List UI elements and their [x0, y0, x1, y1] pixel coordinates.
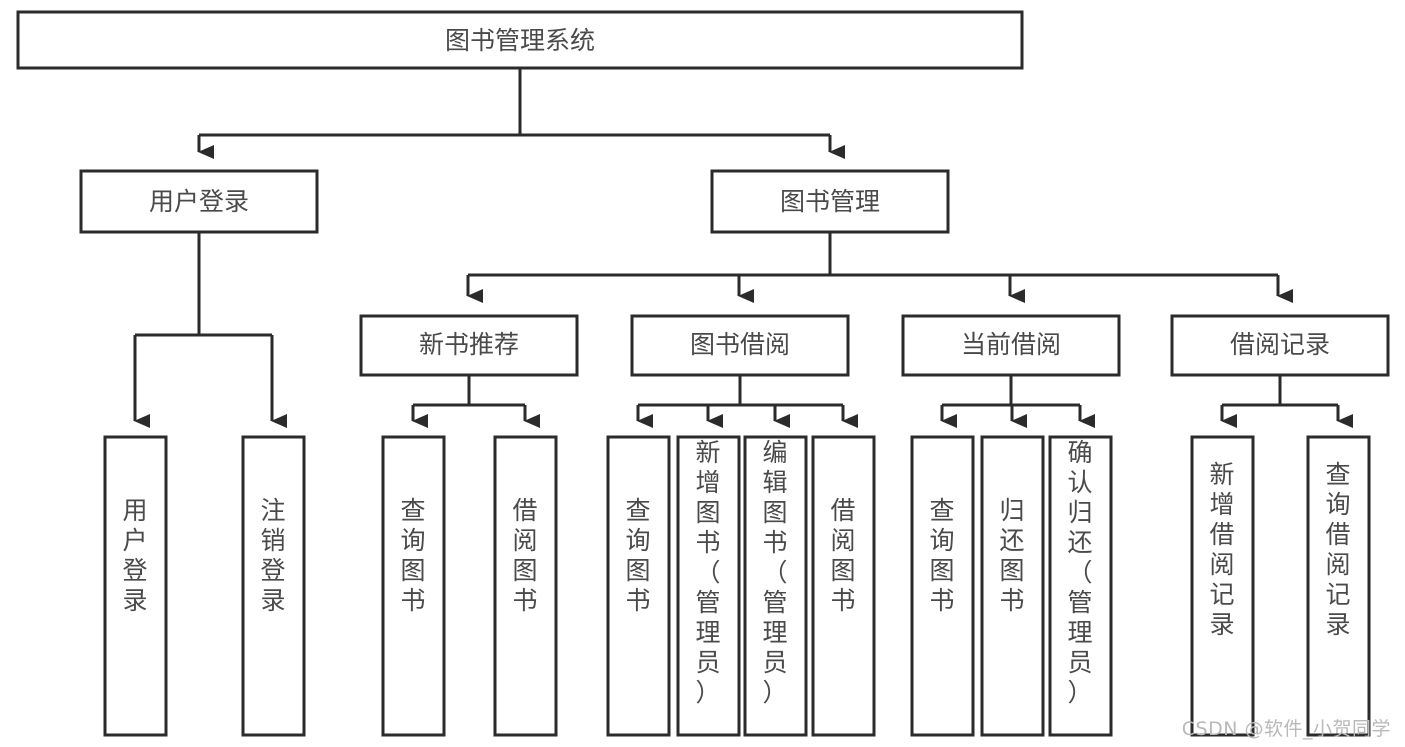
- node-new-book-recommend-label: 新书推荐: [419, 330, 519, 359]
- leaf-borrow-book-label: 借阅图书: [830, 496, 855, 615]
- leaf-query-book-current-label: 查询图书: [929, 496, 954, 615]
- leaf-borrow-book[interactable]: 借阅图书: [811, 435, 876, 737]
- leaf-borrow-book-recommend-label: 借阅图书: [512, 496, 537, 615]
- node-user-login[interactable]: 用户登录: [79, 169, 319, 234]
- leaf-query-borrow-record[interactable]: 查询借阅记录: [1306, 435, 1371, 737]
- node-new-book-recommend-box: [359, 314, 579, 377]
- leaf-query-book-borrow-label: 查询图书: [625, 496, 650, 615]
- connector-borrow-record-to-leaves: [1220, 375, 1353, 428]
- leaf-query-borrow-record-label: 查询借阅记录: [1325, 460, 1350, 639]
- node-root-library-system[interactable]: 图书管理系统: [16, 10, 1024, 70]
- node-current-borrow-box: [901, 314, 1121, 377]
- node-current-borrow[interactable]: 当前借阅: [901, 314, 1121, 377]
- connector-new-book-recommend-to-leaves: [411, 375, 540, 428]
- node-book-borrow-label: 图书借阅: [690, 330, 790, 359]
- connector-current-borrow-to-leaves: [940, 375, 1095, 428]
- node-borrow-record-label: 借阅记录: [1230, 330, 1330, 359]
- leaf-confirm-return-admin-label: 确认归还（管理员）: [1067, 438, 1092, 707]
- leaf-borrow-book-recommend[interactable]: 借阅图书: [493, 435, 558, 737]
- leaf-add-borrow-record-box: [1190, 435, 1255, 737]
- leaf-edit-book-admin[interactable]: 编辑图书（管理员）: [743, 435, 808, 737]
- leaf-add-borrow-record[interactable]: 新增借阅记录: [1190, 435, 1255, 737]
- leaf-edit-book-admin-box: [743, 435, 808, 737]
- leaf-user-logout[interactable]: 注销登录: [241, 435, 306, 737]
- leaf-add-book-admin-label: 新增图书（管理员）: [695, 438, 720, 707]
- node-user-login-box: [79, 169, 319, 234]
- leaf-confirm-return-admin-box: [1048, 435, 1113, 737]
- leaf-query-book-current-box: [910, 435, 975, 737]
- node-root-label: 图书管理系统: [445, 26, 595, 55]
- node-borrow-record[interactable]: 借阅记录: [1170, 314, 1390, 377]
- leaf-edit-book-admin-label: 编辑图书（管理员）: [762, 438, 787, 707]
- connector-user-login-to-leaves: [133, 232, 287, 428]
- leaf-add-borrow-record-label: 新增借阅记录: [1209, 460, 1234, 639]
- leaf-query-book-recommend-label: 查询图书: [400, 496, 425, 615]
- node-new-book-recommend[interactable]: 新书推荐: [359, 314, 579, 377]
- leaf-borrow-book-box: [811, 435, 876, 737]
- leaf-borrow-book-recommend-box: [493, 435, 558, 737]
- leaf-user-login-box: [103, 435, 168, 737]
- leaf-query-borrow-record-box: [1306, 435, 1371, 737]
- leaf-user-login-label: 用户登录: [122, 496, 147, 615]
- leaf-query-book-recommend[interactable]: 查询图书: [381, 435, 446, 737]
- leaf-return-book[interactable]: 归还图书: [980, 435, 1045, 737]
- node-user-login-label: 用户登录: [149, 187, 249, 216]
- connector-book-borrow-to-leaves: [636, 375, 858, 428]
- node-book-management-label: 图书管理: [780, 187, 880, 216]
- node-book-management[interactable]: 图书管理: [710, 169, 950, 234]
- leaf-user-logout-box: [241, 435, 306, 737]
- connector-root-to-level2: [197, 68, 845, 159]
- leaf-add-book-admin-box: [676, 435, 741, 737]
- csdn-watermark: CSDN @软件_小贺同学: [1181, 718, 1391, 740]
- leaf-add-book-admin[interactable]: 新增图书（管理员）: [676, 435, 741, 737]
- leaf-query-book-borrow-box: [606, 435, 671, 737]
- leaf-confirm-return-admin[interactable]: 确认归还（管理员）: [1048, 435, 1113, 737]
- leaf-query-book-current[interactable]: 查询图书: [910, 435, 975, 737]
- connector-book-management-to-level3: [466, 232, 1293, 303]
- leaf-query-book-recommend-box: [381, 435, 446, 737]
- leaf-return-book-box: [980, 435, 1045, 737]
- leaf-query-book-borrow[interactable]: 查询图书: [606, 435, 671, 737]
- leaf-user-login[interactable]: 用户登录: [103, 435, 168, 737]
- leaf-return-book-label: 归还图书: [999, 496, 1024, 615]
- node-book-borrow[interactable]: 图书借阅: [630, 314, 850, 377]
- node-current-borrow-label: 当前借阅: [961, 330, 1061, 359]
- node-root-box: [16, 10, 1024, 70]
- leaf-user-logout-label: 注销登录: [260, 496, 285, 615]
